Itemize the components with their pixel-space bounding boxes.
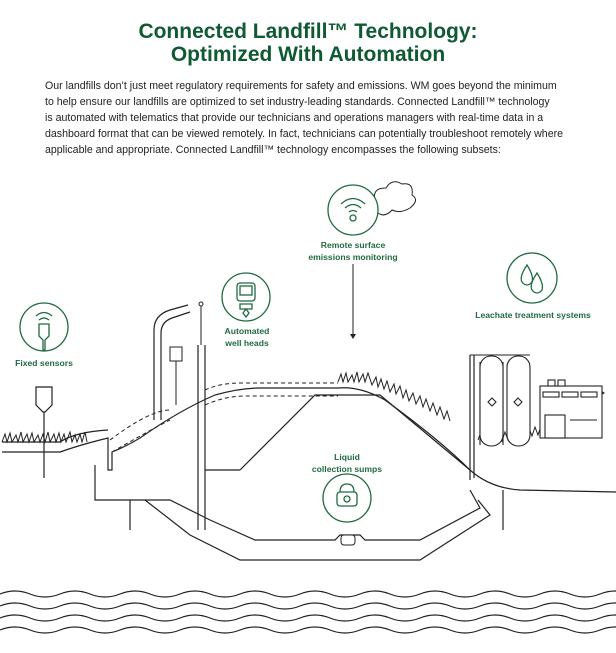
intro-paragraph: Our landfills don’t just meet regulatory… xyxy=(45,78,585,158)
label-remote-1: Remote surface xyxy=(321,240,386,250)
sump-pump-icon xyxy=(322,473,372,523)
label-remote-2: emissions monitoring xyxy=(308,252,397,262)
label-sumps-1: Liquid xyxy=(334,452,360,462)
arrow-head-icon xyxy=(350,334,356,339)
label-sumps-2: collection sumps xyxy=(312,464,382,474)
groundwater-waves xyxy=(0,590,616,634)
title-line-2: Optimized With Automation xyxy=(170,43,446,66)
well-head-assembly xyxy=(169,301,204,405)
sensor-signal-icon xyxy=(19,302,69,352)
label-well-heads-2: well heads xyxy=(224,338,269,348)
terrain xyxy=(2,304,616,561)
leachate-plant xyxy=(470,354,603,447)
water-drops-icon xyxy=(506,252,558,304)
intro-line: dashboard format that can be viewed remo… xyxy=(45,128,564,140)
intro-line: applicable and appropriate. Connected La… xyxy=(45,144,501,156)
wifi-icon xyxy=(327,184,379,236)
page-title: Connected Landfill™ Technology: Optimize… xyxy=(0,20,616,66)
cloud-icon xyxy=(372,181,416,216)
sump-unit xyxy=(340,534,356,546)
well-head-controller-icon xyxy=(221,272,271,322)
label-fixed-sensors: Fixed sensors xyxy=(15,358,73,368)
fixed-sensor-probe xyxy=(35,386,53,478)
label-well-heads-1: Automated xyxy=(225,326,270,336)
intro-line: Our landfills don’t just meet regulatory… xyxy=(45,80,557,92)
title-line-1: Connected Landfill™ Technology: xyxy=(138,20,478,43)
intro-line: to help ensure our landfills are optimiz… xyxy=(45,96,550,108)
intro-line: is automated with telematics that provid… xyxy=(45,112,544,124)
label-leachate: Leachate treatment systems xyxy=(475,310,591,320)
